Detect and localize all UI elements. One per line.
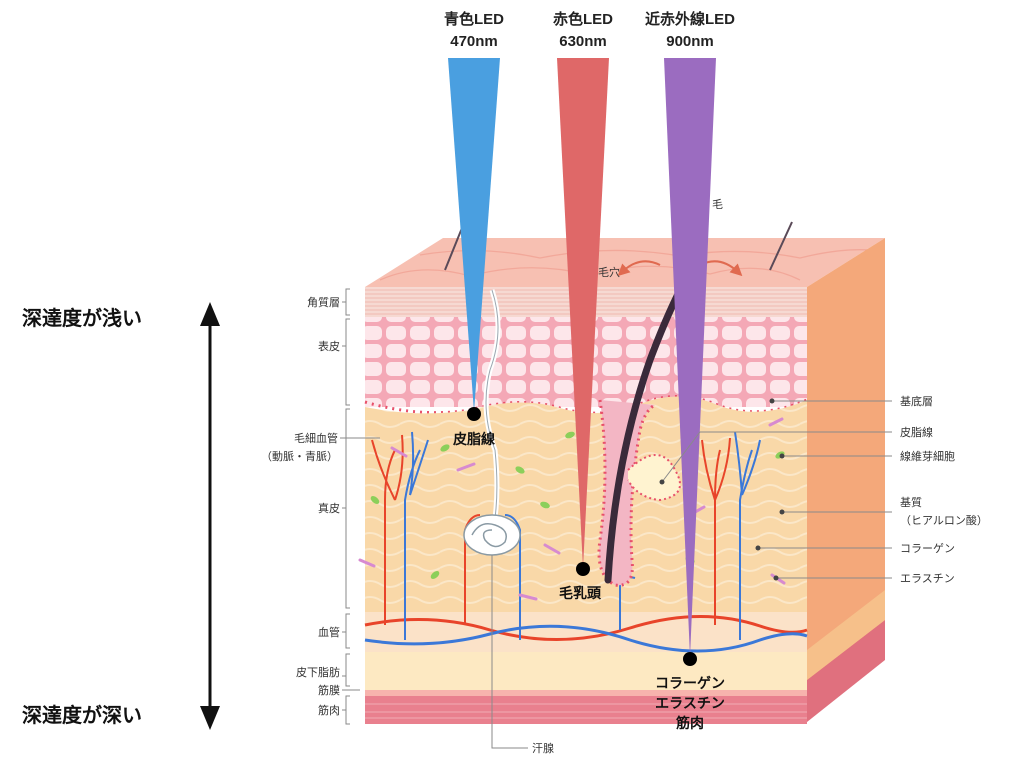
fat-right-face — [807, 590, 885, 680]
capillary-label: 毛細血管 — [294, 431, 338, 445]
fascia-label: 筋膜 — [318, 683, 340, 697]
epidermis-label: 表皮 — [318, 339, 340, 353]
vein-horizontal — [364, 624, 808, 653]
fibroblast-label: 線維芽細胞 — [900, 449, 955, 463]
nir-target-dot — [683, 652, 697, 666]
elastin-label: エラスチン — [900, 572, 955, 585]
hair-above-skin-right — [769, 221, 793, 271]
collagen-label: コラーゲン — [900, 542, 955, 555]
nir-target-label-2: エラスチン — [655, 696, 725, 712]
blue-led-name: 青色LED — [444, 10, 504, 28]
pore-arrow-left — [617, 260, 661, 277]
dermis-label: 真皮 — [318, 501, 340, 515]
leader-dots — [659, 398, 785, 581]
sweat-gland-label: 汗腺 — [532, 741, 554, 755]
red-target-dot — [576, 562, 590, 576]
muscle-right-face — [807, 620, 885, 722]
skin-top-surface — [365, 238, 885, 287]
sebaceous-gland — [627, 454, 681, 502]
hair-above-skin-left — [444, 227, 463, 271]
subcutaneous-fat-label: 皮下脂肪 — [296, 665, 340, 679]
basal-layer-label: 基底層 — [900, 394, 933, 408]
sweat-duct-outline — [485, 289, 499, 536]
hair-label: 毛 — [712, 198, 723, 211]
matrix-sublabel: （ヒアルロン酸） — [900, 513, 988, 527]
blue-target-label: 皮脂線 — [452, 431, 495, 448]
capillary-left — [371, 431, 429, 640]
sebaceous-gland-label: 皮脂線 — [900, 425, 933, 439]
muscle-stripes — [365, 703, 807, 719]
red-led-beam — [557, 58, 609, 568]
left-brackets — [340, 288, 380, 725]
capillary-right — [701, 431, 761, 640]
nir-led-beam — [664, 58, 716, 657]
nir-led-wavelength: 900nm — [666, 33, 714, 50]
artery-horizontal — [364, 615, 808, 642]
sweat-gland-coil — [463, 514, 521, 556]
blue-led-wavelength: 470nm — [450, 33, 498, 50]
nir-target-label-1: コラーゲン — [655, 675, 725, 692]
nir-led-name: 近赤外線LED — [645, 10, 735, 28]
depth-arrow — [200, 302, 220, 730]
stratum-corneum-label: 角質層 — [307, 295, 340, 309]
depth-shallow-label: 深達度が浅い — [22, 306, 142, 330]
nir-target-label-3: 筋肉 — [676, 715, 704, 732]
hair-shaft — [604, 286, 684, 584]
muscle-label: 筋肉 — [318, 703, 340, 717]
red-led-name: 赤色LED — [553, 10, 613, 28]
pore-label: 毛穴 — [598, 265, 620, 279]
red-led-wavelength: 630nm — [559, 33, 607, 50]
skin-right-face — [807, 238, 885, 720]
blood-vessel-label: 血管 — [318, 625, 340, 639]
matrix-label: 基質 — [900, 495, 922, 509]
blue-led-beam — [448, 58, 500, 412]
fascia-layer — [365, 690, 807, 696]
subcutaneous-fat-layer — [365, 652, 807, 690]
elastin-fibers — [358, 417, 786, 601]
depth-deep-label: 深達度が深い — [22, 703, 142, 727]
blue-target-dot — [467, 407, 481, 421]
capillary-sublabel: （動脈・青脈） — [261, 449, 338, 463]
red-target-label: 毛乳頭 — [559, 585, 602, 602]
right-leaders — [491, 400, 892, 749]
skin-block — [358, 221, 885, 724]
muscle-layer — [365, 696, 807, 724]
